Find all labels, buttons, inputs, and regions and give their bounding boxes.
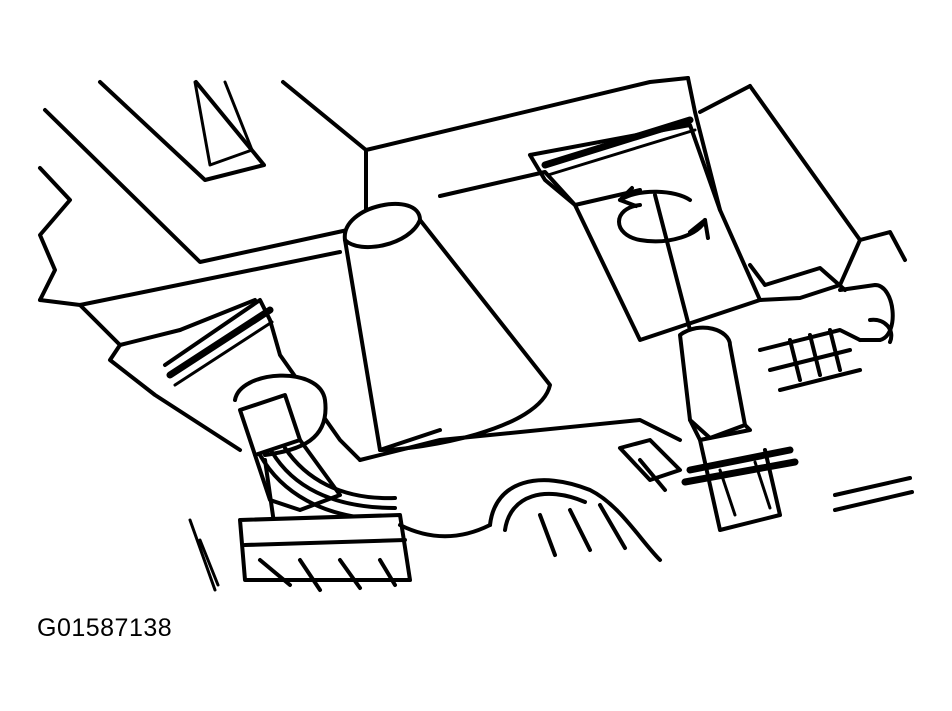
- lamp-bulb: [678, 325, 799, 532]
- wire-harness: [258, 446, 397, 532]
- bulb-socket: [233, 373, 342, 512]
- right-ribbing: [758, 283, 914, 512]
- left-socket-bracket: [163, 298, 362, 462]
- housing-rails: [38, 84, 907, 452]
- right-mounting-bracket: [528, 116, 862, 342]
- lower-housing: [358, 418, 682, 562]
- cylindrical-boss: [342, 201, 552, 452]
- upper-panel: [43, 76, 722, 264]
- pointer-line: [653, 193, 692, 332]
- left-edge-notch: [38, 166, 72, 302]
- figure-id-label: G01587138: [37, 614, 173, 642]
- rotate-arrow-icon: [617, 186, 710, 244]
- wire-connector: [188, 513, 492, 592]
